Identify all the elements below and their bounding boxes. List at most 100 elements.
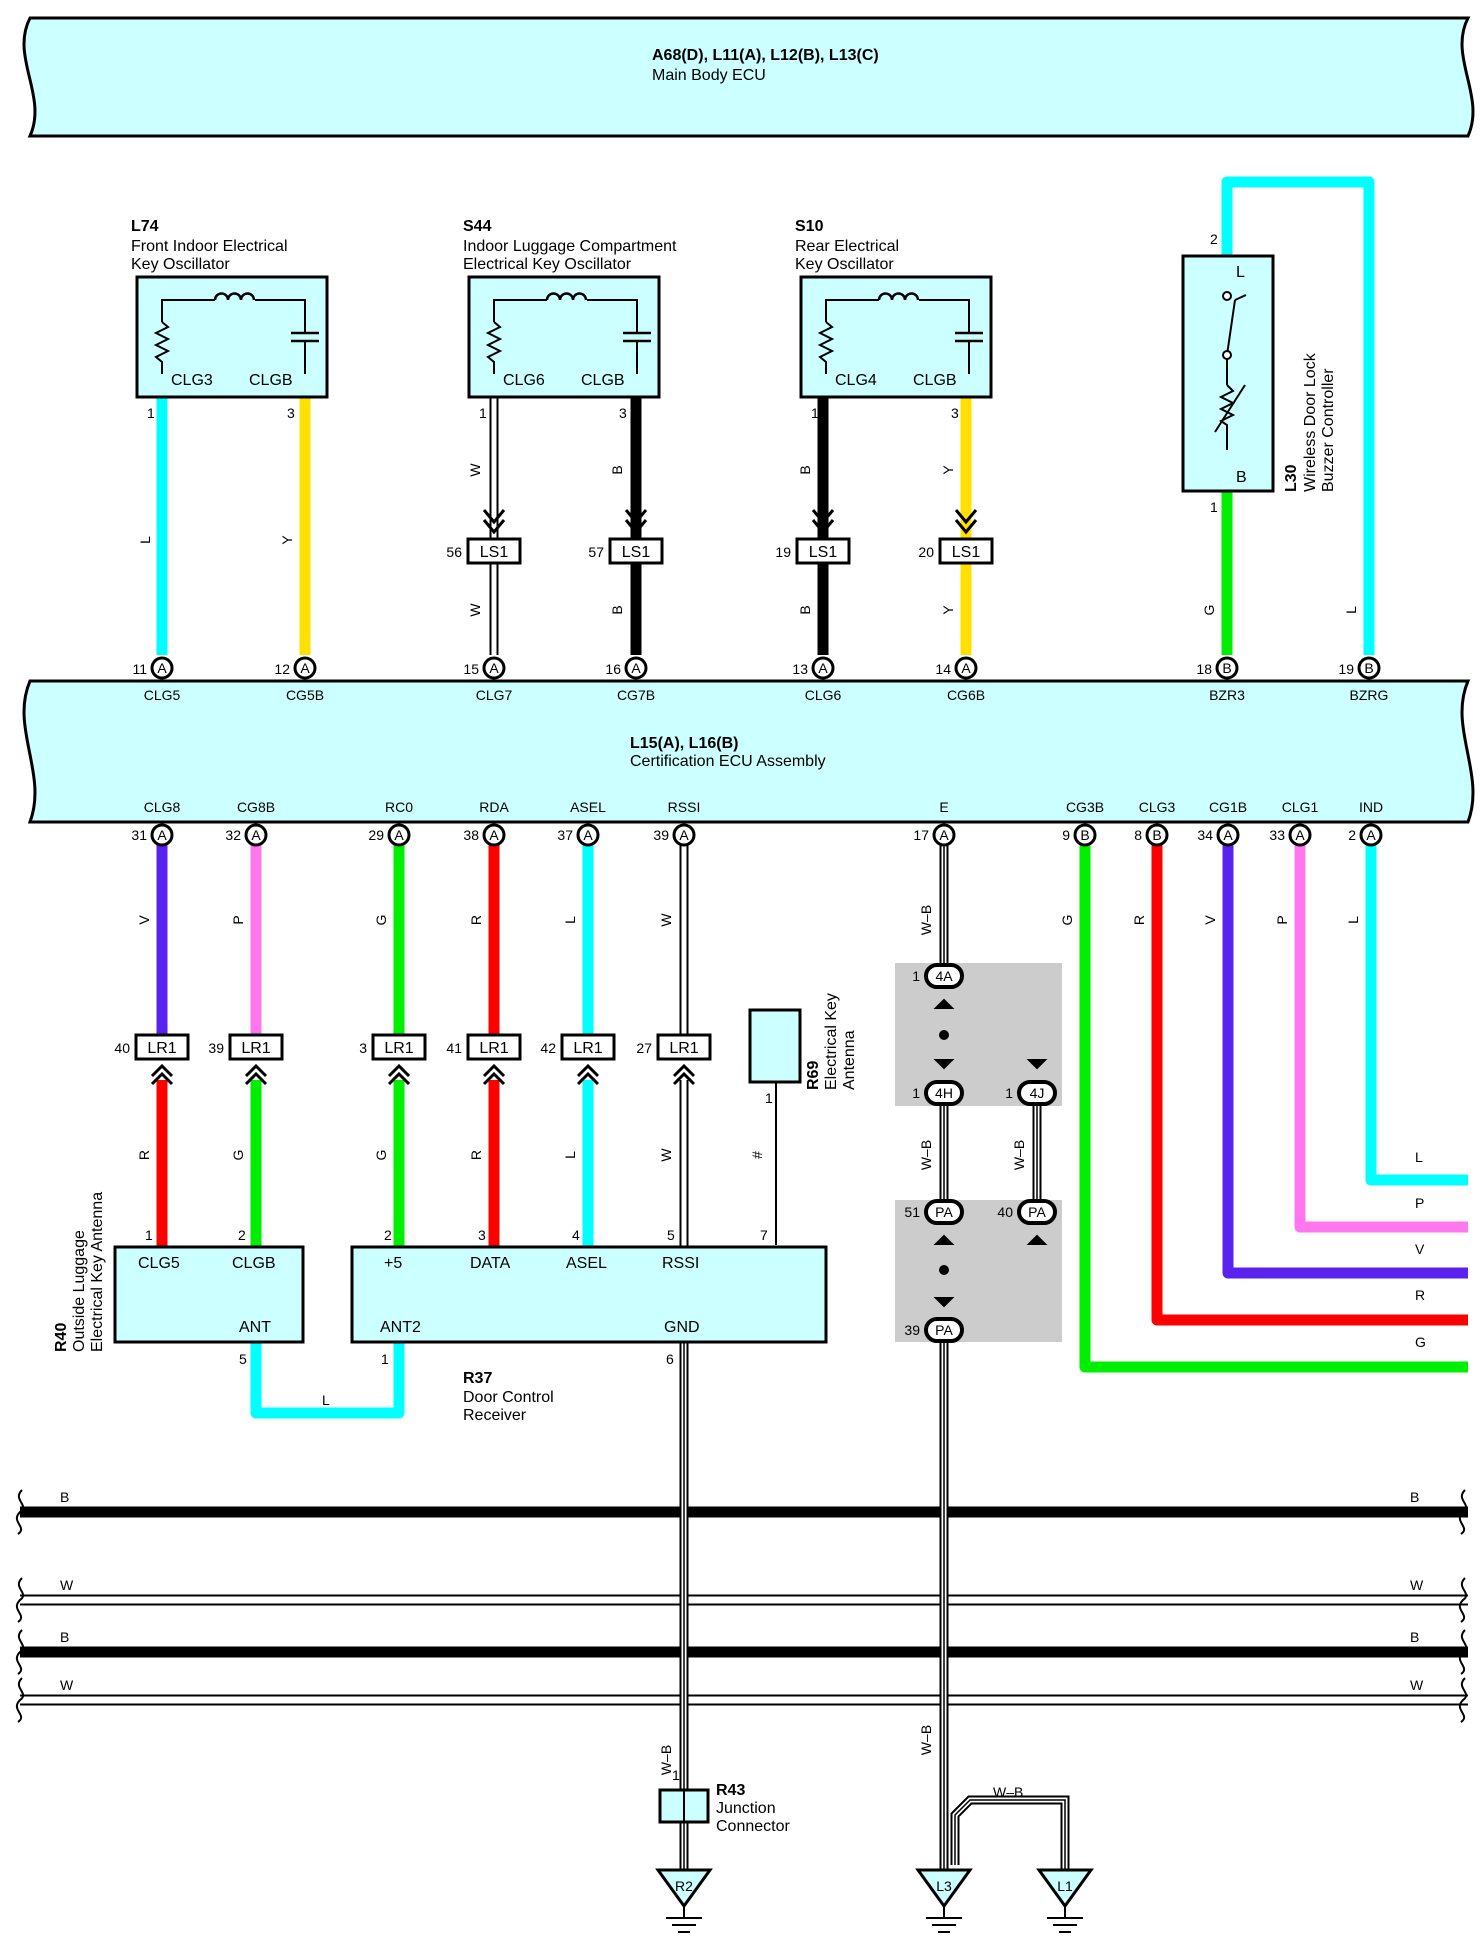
bus-break bbox=[1458, 1629, 1468, 1675]
wire-code: Y bbox=[279, 535, 295, 545]
wire-code: G bbox=[373, 915, 389, 926]
splice-label: PA bbox=[1028, 1204, 1046, 1220]
connector-pin: 27 bbox=[636, 1040, 652, 1056]
oscillator-code: S44 bbox=[463, 218, 492, 235]
connector-chevron bbox=[576, 1063, 600, 1086]
connector-chevron bbox=[244, 1063, 268, 1086]
wire-code: B bbox=[609, 605, 625, 614]
wire-code: L bbox=[562, 1151, 578, 1159]
wire-code: V bbox=[1202, 915, 1218, 925]
connector-pin: 57 bbox=[588, 544, 604, 560]
terminal-letter: A bbox=[157, 660, 167, 676]
ecu-terminal-name: CLG5 bbox=[144, 687, 181, 703]
bus-break bbox=[15, 1577, 25, 1623]
connector-lr1 bbox=[466, 1033, 522, 1061]
connector-chevron bbox=[150, 1063, 174, 1086]
ecu-terminal-name: CLG7 bbox=[476, 687, 513, 703]
connector-pin: 39 bbox=[208, 1040, 224, 1056]
ground-lines bbox=[926, 1906, 962, 1933]
pin-number: 1 bbox=[811, 405, 819, 421]
ecu-terminal-name: BZRG bbox=[1350, 687, 1389, 703]
splice-pin: 39 bbox=[904, 1322, 920, 1338]
bus-wire-code: W bbox=[1410, 1577, 1424, 1593]
oscillator-circuit bbox=[493, 299, 638, 374]
pin-number: 2 bbox=[1210, 231, 1218, 247]
terminal-letter: A bbox=[157, 827, 167, 843]
terminal-letter: A bbox=[394, 827, 404, 843]
connector-label: LS1 bbox=[952, 544, 981, 561]
ecu-terminal-top bbox=[811, 656, 835, 680]
ground-symbol bbox=[915, 1868, 973, 1909]
ecu-terminal-bottom bbox=[1288, 823, 1312, 847]
ecu-terminal-name: CLG1 bbox=[1282, 799, 1319, 815]
ground-symbol bbox=[655, 1868, 713, 1909]
connector-ls1 bbox=[608, 537, 664, 565]
ecu-terminal-bottom bbox=[1216, 823, 1240, 847]
bus-break bbox=[1458, 1677, 1468, 1723]
connector-ls1 bbox=[938, 537, 994, 565]
oscillator-pin: CLGB bbox=[581, 372, 625, 389]
bus-wire-code: P bbox=[1415, 1195, 1424, 1211]
r69-name: Antenna bbox=[841, 1030, 858, 1090]
wire-code: B bbox=[797, 465, 813, 474]
ecu-terminal-num: 38 bbox=[463, 827, 479, 843]
oscillator-pin: CLG6 bbox=[503, 372, 545, 389]
ecu-terminal-num: 19 bbox=[1338, 661, 1354, 677]
wire-code: R bbox=[1131, 915, 1147, 925]
connector-ls1 bbox=[795, 537, 851, 565]
r69-box bbox=[748, 1008, 802, 1084]
resistor-symbol bbox=[817, 321, 835, 374]
oscillator-box bbox=[799, 275, 993, 399]
splice-connector bbox=[924, 963, 964, 989]
bus-wire-code: B bbox=[1410, 1489, 1419, 1505]
wire-code: W–B bbox=[993, 1784, 1023, 1800]
splice-pin: 1 bbox=[1005, 1085, 1013, 1101]
bus-break bbox=[15, 1489, 25, 1535]
cert-ecu-code: L15(A), L16(B) bbox=[630, 735, 738, 752]
ecu-terminal-name: CLG6 bbox=[805, 687, 842, 703]
ecu-terminal-name: RC0 bbox=[385, 799, 413, 815]
splice-dot bbox=[939, 1030, 949, 1040]
wire-color bbox=[1221, 176, 1375, 655]
connector-pin: 41 bbox=[446, 1040, 462, 1056]
connector-lr1 bbox=[560, 1033, 616, 1061]
splice-connector bbox=[924, 1317, 964, 1343]
wire-outline bbox=[950, 1795, 1070, 1870]
splice-label: PA bbox=[935, 1204, 953, 1220]
buzzer-name: Wireless Door Lock bbox=[1302, 352, 1319, 492]
splice-pin: 51 bbox=[904, 1204, 920, 1220]
wire-code: P bbox=[230, 915, 246, 924]
buzzer-pin: L bbox=[1236, 264, 1245, 281]
ecu-terminal-name: RDA bbox=[479, 799, 509, 815]
wire-code: L bbox=[562, 916, 578, 924]
wire-code: Y bbox=[940, 465, 956, 475]
ecu-terminal-name: E bbox=[939, 799, 948, 815]
oscillator-circuit bbox=[161, 299, 306, 374]
ecu-terminal-num: 13 bbox=[792, 661, 808, 677]
ecu-terminal-bottom bbox=[1145, 823, 1169, 847]
pin-number: 4 bbox=[572, 1227, 580, 1243]
wire-code: L bbox=[1343, 606, 1359, 614]
connector-label: LR1 bbox=[573, 1040, 602, 1057]
capacitor-symbol bbox=[955, 331, 983, 343]
splice-label: PA bbox=[935, 1322, 953, 1338]
r40-box bbox=[113, 1245, 305, 1344]
oscillator-pin: CLGB bbox=[249, 372, 293, 389]
oscillator-code: L74 bbox=[131, 218, 159, 235]
bus-wire-code: W bbox=[1410, 1677, 1424, 1693]
ecu-terminal-bottom bbox=[1359, 823, 1383, 847]
splice-pin: 40 bbox=[997, 1204, 1013, 1220]
terminal-letter: A bbox=[583, 827, 593, 843]
ecu-terminal-num: 17 bbox=[913, 827, 929, 843]
ecu-terminal-bottom bbox=[672, 823, 696, 847]
resistor-symbol bbox=[485, 321, 503, 374]
r37-pin: GND bbox=[664, 1319, 700, 1336]
ecu-terminal-num: 39 bbox=[653, 827, 669, 843]
pin-number: 1 bbox=[479, 405, 487, 421]
wire-code: G bbox=[1201, 605, 1217, 616]
wire-code: G bbox=[230, 1150, 246, 1161]
splice-arrow bbox=[933, 998, 955, 1009]
components-layer bbox=[15, 16, 1475, 1933]
r43-name: Junction bbox=[716, 1800, 776, 1817]
capacitor-symbol bbox=[623, 331, 651, 343]
